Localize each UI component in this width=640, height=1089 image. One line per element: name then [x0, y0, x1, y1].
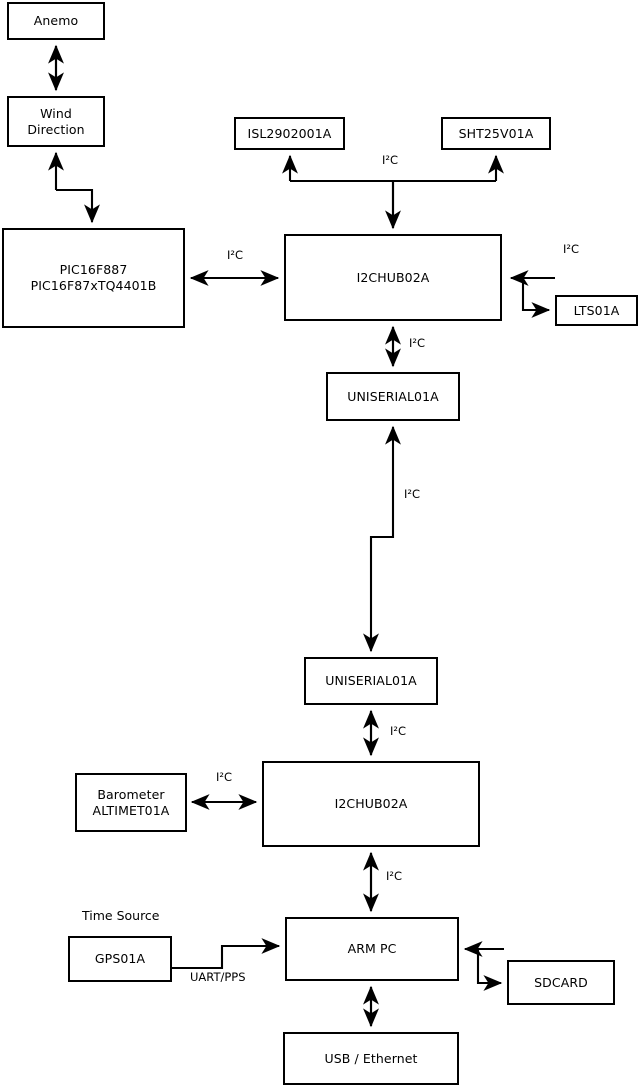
- node-label: USB / Ethernet: [324, 1050, 418, 1066]
- node-label: GPS01A: [94, 951, 146, 967]
- node-uniserial01a-top[interactable]: UNISERIAL01A: [326, 372, 460, 421]
- node-label: LTS01A: [573, 302, 620, 318]
- node-anemo[interactable]: Anemo: [7, 2, 105, 40]
- node-arm-pc[interactable]: ARM PC: [285, 917, 459, 981]
- node-i2chub02a-bottom[interactable]: I2CHUB02A: [262, 761, 480, 847]
- node-lts01a[interactable]: LTS01A: [555, 295, 638, 326]
- wire-hub-bus-trunk: [290, 179, 395, 228]
- node-label: Barometer ALTIMET01A: [92, 786, 170, 818]
- edge-label-uart-pps: UART/PPS: [190, 970, 246, 984]
- label-time-source: Time Source: [82, 908, 160, 923]
- wire-uni-link-down: [363, 535, 393, 653]
- node-isl2902001a[interactable]: ISL2902001A: [234, 117, 345, 150]
- node-label: SHT25V01A: [458, 125, 534, 141]
- node-label: I2CHUB02A: [334, 796, 408, 812]
- edge-label-i2c-hub-uniserial: I²C: [409, 336, 426, 350]
- node-gps01a[interactable]: GPS01A: [68, 936, 172, 982]
- edge-label-i2c-isl-sht: I²C: [382, 153, 399, 167]
- node-label: PIC16F887 PIC16F87xTQ4401B: [30, 262, 157, 293]
- node-label: SDCARD: [534, 974, 588, 990]
- edge-label-i2c-uniserial-hub2: I²C: [390, 724, 407, 738]
- node-i2chub02a-top[interactable]: I2CHUB02A: [284, 234, 502, 321]
- node-label: I2CHUB02A: [356, 269, 430, 285]
- node-label: Anemo: [33, 13, 79, 29]
- edge-label-i2c-hub2-armpc: I²C: [386, 869, 403, 883]
- node-sht25v01a[interactable]: SHT25V01A: [441, 117, 551, 150]
- edge-label-i2c-pic-hub: I²C: [227, 248, 244, 262]
- wire-gps-armpc-final: [172, 938, 281, 970]
- edge-label-i2c-barometer-hub2: I²C: [216, 770, 233, 784]
- node-sdcard[interactable]: SDCARD: [507, 960, 615, 1005]
- node-label: Wind Direction: [27, 105, 85, 137]
- node-wind-direction[interactable]: Wind Direction: [7, 96, 105, 147]
- node-label: UNISERIAL01A: [347, 388, 439, 404]
- wire-armpc-to-sdcard: [476, 949, 503, 991]
- node-label: ISL2902001A: [247, 125, 332, 141]
- node-uniserial01a-bottom[interactable]: UNISERIAL01A: [304, 657, 438, 705]
- wire-wind-pic-down: [56, 188, 100, 224]
- wire-hub-to-lts: [521, 278, 551, 318]
- wire-uni-link-up: [371, 425, 401, 539]
- edge-label-i2c-uniserial-link: I²C: [404, 487, 421, 501]
- node-barometer-altimet01a[interactable]: Barometer ALTIMET01A: [75, 773, 187, 832]
- node-label: ARM PC: [347, 941, 397, 957]
- edge-label-i2c-hub-lts: I²C: [563, 242, 580, 256]
- node-pic-microcontroller[interactable]: PIC16F887 PIC16F87xTQ4401B: [2, 228, 185, 328]
- node-usb-ethernet[interactable]: USB / Ethernet: [283, 1032, 459, 1085]
- node-label: UNISERIAL01A: [325, 673, 417, 689]
